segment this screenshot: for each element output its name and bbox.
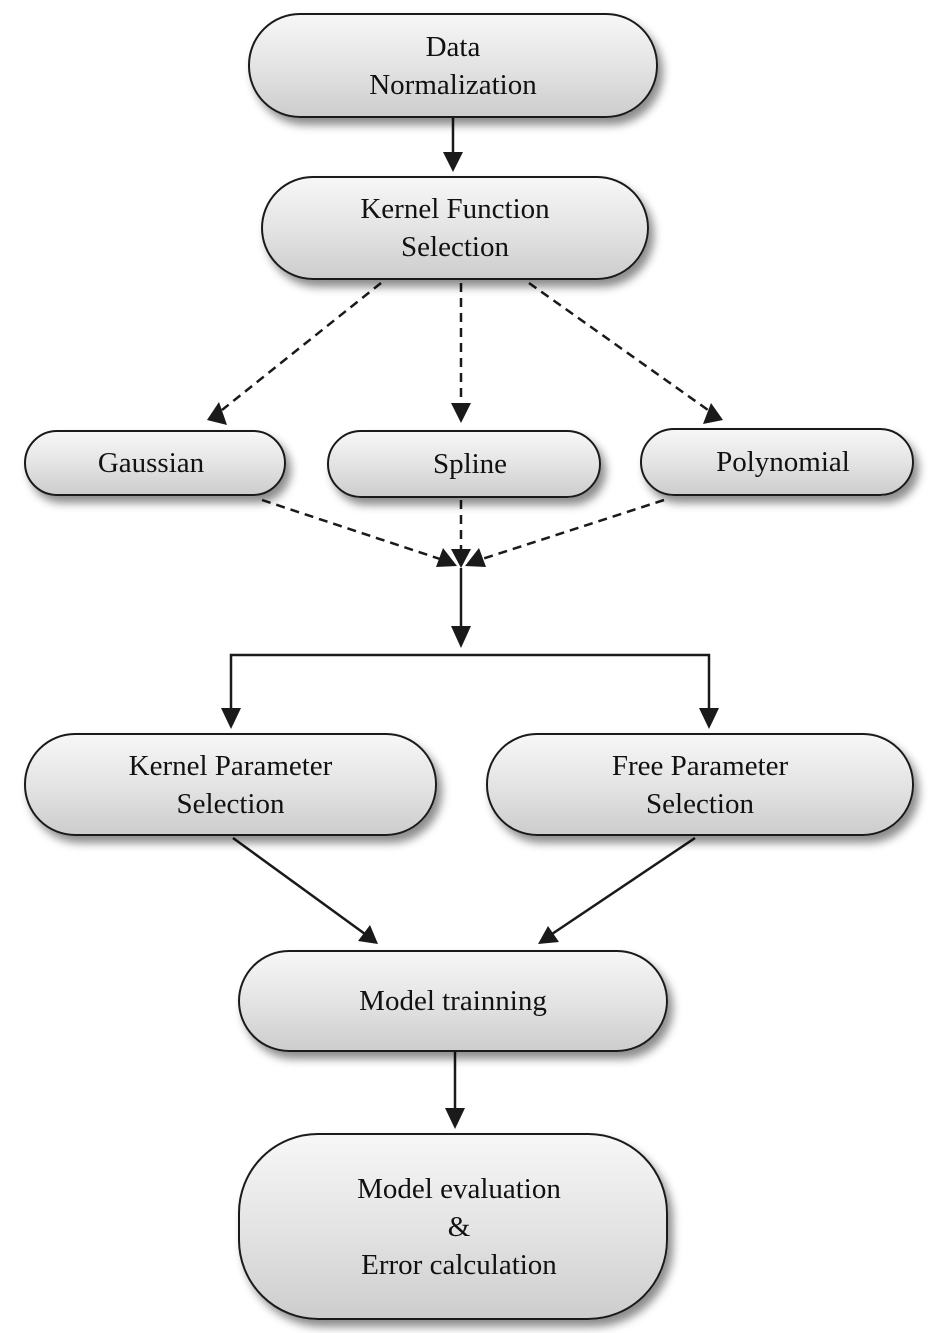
arrowhead-kernel-parameter (221, 708, 241, 729)
node-kernel-parameter-selection: Kernel Parameter Selection (24, 733, 437, 836)
node-kernel-function-selection: Kernel Function Selection (261, 176, 649, 280)
arrowhead-merge-left (436, 548, 457, 567)
node-model-training: Model trainning (238, 950, 668, 1052)
arrowhead-kernel-function (443, 152, 463, 172)
arrowhead-training-left (358, 925, 378, 944)
arrowhead-merge-down (451, 626, 471, 648)
node-spline: Spline (327, 430, 601, 498)
node-model-evaluation: Model evaluation & Error calculation (238, 1133, 668, 1320)
arrowhead-training-right (538, 926, 559, 944)
node-gaussian: Gaussian (24, 430, 286, 496)
node-polynomial: Polynomial (640, 428, 914, 496)
node-free-parameter-selection-label: Free Parameter Selection (611, 749, 789, 820)
arrowhead-merge-right (465, 548, 486, 567)
node-polynomial-label: Polynomial (716, 446, 850, 478)
arrowhead-spline (451, 403, 471, 423)
node-model-evaluation-label: Model evaluation & Error calculation (357, 1172, 561, 1281)
dashed-arrow-to-polynomial (528, 281, 709, 412)
arrowhead-evaluation (445, 1108, 465, 1129)
arrowhead-polynomial (703, 403, 723, 424)
arrowhead-gaussian (207, 402, 227, 425)
arrowhead-merge-center (451, 549, 471, 568)
arrow-kernel-parameter-to-training (232, 836, 366, 936)
node-kernel-parameter-selection-label: Kernel Parameter Selection (128, 749, 333, 820)
node-data-normalization: Data Normalization (248, 13, 658, 118)
dashed-arrow-to-gaussian (221, 282, 382, 411)
node-kernel-function-selection-label: Kernel Function Selection (360, 193, 550, 263)
arrow-free-parameter-to-training (551, 836, 696, 936)
node-data-normalization-label: Data Normalization (369, 30, 537, 101)
dashed-arrow-polynomial-to-merge (481, 498, 665, 561)
split-connector (229, 653, 711, 712)
node-gaussian-label: Gaussian (97, 447, 205, 479)
arrowhead-free-parameter (699, 708, 719, 729)
dashed-arrow-gaussian-to-merge (261, 498, 441, 561)
node-free-parameter-selection: Free Parameter Selection (486, 733, 914, 836)
node-spline-label: Spline (432, 448, 508, 480)
node-model-training-label: Model trainning (359, 985, 547, 1017)
